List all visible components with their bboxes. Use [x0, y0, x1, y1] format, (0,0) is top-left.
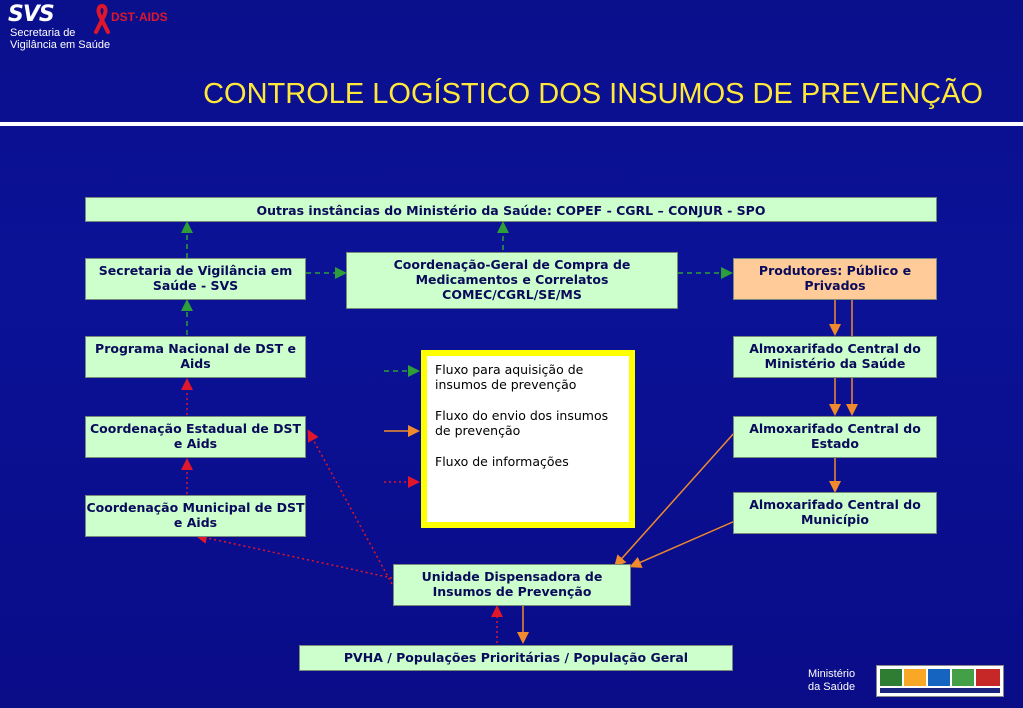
legend-aquisicao: Fluxo para aquisição de insumos de preve… [435, 362, 584, 392]
box-coord-municipal: Coordenação Municipal de DST e Aids [85, 495, 306, 537]
ministerio-line2: da Saúde [808, 681, 856, 693]
box-almox-estado: Almoxarifado Central do Estado [733, 416, 937, 458]
legend-box: Fluxo para aquisição de insumos de preve… [421, 350, 635, 528]
box-almox-ministerio: Almoxarifado Central do Ministério da Sa… [733, 336, 937, 378]
svs-subtitle-line1: Secretaria de [10, 27, 76, 39]
aids-ribbon-icon [94, 4, 110, 34]
brasil-logo-graphic [880, 669, 1000, 693]
legend-informacoes: Fluxo de informações [435, 454, 569, 469]
box-produtores: Produtores: Público e Privados [733, 258, 937, 300]
brasil-governo-logo [876, 665, 1004, 697]
box-unidade-dispensadora: Unidade Dispensadora de Insumos de Preve… [393, 564, 631, 606]
box-outras-instancias: Outras instâncias do Ministério da Saúde… [85, 197, 937, 222]
arrow-almox-estado-to-unidade [613, 431, 736, 568]
title-divider [0, 122, 1023, 126]
dst-aids-logo: DST·AIDS [111, 10, 168, 24]
legend-envio: Fluxo do envio dos insumos de prevenção [435, 408, 609, 438]
ministerio-line1: Ministério [808, 668, 856, 680]
arrow-unidade-to-coord-municipal [195, 532, 393, 579]
svs-logo: SVS [8, 2, 55, 27]
box-almox-municipio: Almoxarifado Central do Município [733, 492, 937, 534]
box-cgcmc: Coordenação-Geral de Compra de Medicamen… [346, 252, 678, 309]
box-pvha: PVHA / Populações Prioritárias / Populaç… [299, 645, 733, 671]
page-title: CONTROLE LOGÍSTICO DOS INSUMOS DE PREVEN… [203, 78, 983, 110]
svs-subtitle-line2: Vigilância em Saúde [10, 39, 111, 51]
arrow-almox-municipio-to-unidade [629, 520, 736, 568]
box-svs: Secretaria de Vigilância em Saúde - SVS [85, 258, 306, 300]
ministerio-saude-label: Ministério da Saúde [808, 668, 855, 694]
arrow-unidade-to-coord-estadual [307, 429, 393, 585]
box-programa-nacional: Programa Nacional de DST e Aids [85, 336, 306, 378]
box-coord-estadual: Coordenação Estadual de DST e Aids [85, 416, 306, 458]
svs-subtitle: Secretaria de Vigilância em Saúde [10, 27, 110, 51]
